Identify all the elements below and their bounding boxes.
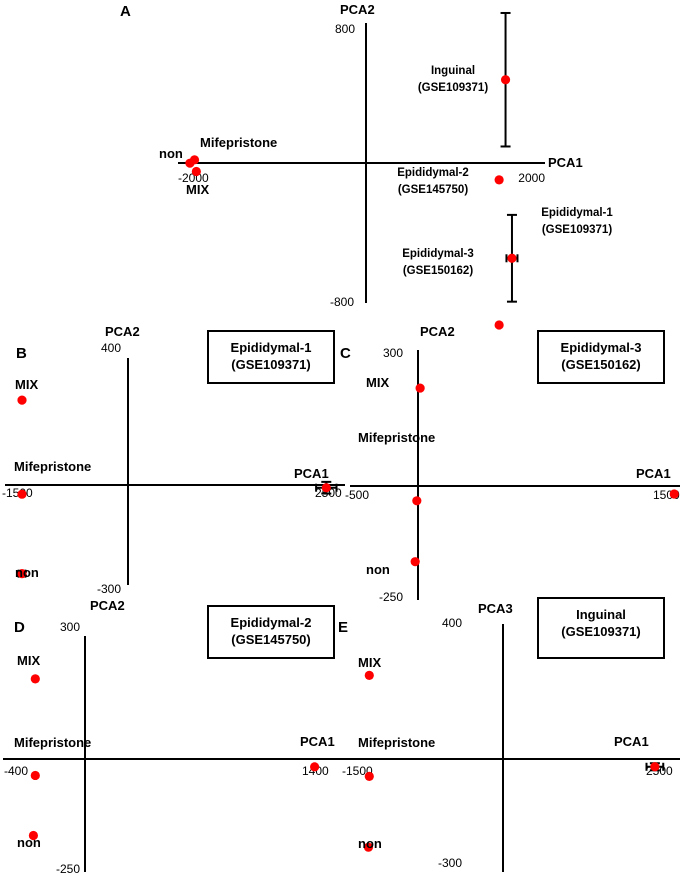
panel-e-title-box	[537, 597, 665, 659]
panel-e-point-label: Mifepristone	[358, 735, 435, 750]
panel-d-y-tick-label: 300	[60, 620, 80, 634]
panel-b-y-tick-label: -300	[97, 582, 121, 596]
panel-a-data-point	[191, 166, 201, 177]
panel-a-y-tick-label: -800	[330, 295, 354, 309]
panel-c-x-axis-label: PCA1	[636, 466, 671, 481]
panel-a-point-label: Epididymal-3(GSE150162)	[402, 248, 474, 277]
panel-a-point-label: non	[159, 146, 183, 161]
panel-e-y-axis-label: PCA3	[478, 601, 513, 616]
panel-d-title-box	[207, 605, 335, 659]
panel-b-y-axis-label: PCA2	[105, 324, 140, 339]
panel-c-data-point	[415, 383, 425, 393]
panel-c-y-tick-label: 300	[383, 346, 403, 360]
panel-c-point-label: MIX	[366, 375, 389, 390]
panel-e-title-box-text: Inguinal(GSE109371)	[561, 607, 641, 639]
panel-e-data-point	[364, 771, 374, 781]
panel-d-y-tick-label: -250	[56, 862, 80, 876]
panel-c-y-tick-label: -250	[379, 590, 403, 604]
panel-d-point-label: Mifepristone	[14, 735, 91, 750]
panel-d-letter: D	[14, 619, 25, 636]
panel-b-data-point	[17, 395, 27, 405]
panel-b-y-tick-label: 400	[101, 341, 121, 355]
panel-c-title-box-text: Epididymal-3(GSE150162)	[561, 340, 642, 372]
panel-a-letter: A	[120, 3, 131, 20]
panel-a-point-label: Mifepristone	[200, 135, 277, 150]
panel-c-data-point	[412, 496, 422, 506]
panel-b-letter: B	[16, 345, 27, 362]
panel-a-point-label: Inguinal(GSE109371)	[418, 65, 488, 94]
panel-a-x-tick-label: 2000	[518, 171, 545, 185]
panel-b-x-tick-label: -1500	[2, 486, 33, 500]
panel-b-point-label: Mifepristone	[14, 459, 91, 474]
panel-c-y-axis-label: PCA2	[420, 324, 455, 339]
panel-a-data-point	[500, 75, 511, 85]
panel-a-x-axis-label: PCA1	[548, 155, 583, 170]
panel-a-data-point	[494, 320, 504, 330]
panel-d-x-axis-label: PCA1	[300, 734, 335, 749]
panel-e-point-label: MIX	[358, 655, 381, 670]
panel-e-point-label: non	[358, 836, 382, 851]
panel-a-y-axis-label: PCA2	[340, 2, 375, 17]
panel-d-data-point	[30, 674, 40, 684]
panel-e-x-axis-label: PCA1	[614, 734, 649, 749]
panel-a-point-label: Epididymal-1(GSE109371)	[541, 207, 613, 236]
panel-a-data-point	[189, 155, 200, 165]
panel-a-data-point	[494, 175, 504, 185]
panel-a-point-label: Epididymal-2(GSE145750)	[397, 167, 469, 196]
panel-b-title-box	[207, 330, 335, 384]
panel-d-point-label: MIX	[17, 653, 40, 668]
panel-c-data-point	[669, 489, 679, 499]
panel-d-title-box-text: Epididymal-2(GSE145750)	[231, 615, 312, 647]
panel-e-letter: E	[338, 619, 348, 636]
panel-a-data-point	[507, 253, 517, 263]
panel-a-x-tick-label: -2000	[178, 171, 209, 185]
panel-b-data-point	[17, 489, 27, 499]
panel-e-y-tick-label: -300	[438, 856, 462, 870]
panel-d-data-point	[30, 770, 40, 781]
panel-e-y-tick-label: 400	[442, 616, 462, 630]
panel-b-point-label: MIX	[15, 377, 38, 392]
panel-b-point-label: non	[15, 565, 39, 580]
panel-d-data-point	[28, 830, 38, 841]
panel-e-data-point	[363, 842, 374, 852]
panel-e-data-point	[650, 762, 660, 772]
panel-d-x-tick-label: -400	[4, 764, 28, 778]
panel-a-y-tick-label: 800	[335, 22, 355, 36]
panel-d-data-point	[310, 762, 320, 772]
panel-c-group-label: Mifepristone	[358, 430, 435, 445]
panel-b-x-axis-label: PCA1	[294, 466, 329, 481]
panel-c-title-box	[537, 330, 665, 384]
panel-b-data-point	[17, 569, 27, 579]
panel-c-x-tick-label: -500	[345, 488, 369, 502]
panel-a-point-label: MIX	[186, 182, 209, 197]
panel-d-point-label: non	[17, 835, 41, 850]
panel-c-data-point	[410, 557, 420, 567]
panel-c-letter: C	[340, 345, 351, 362]
panel-e-data-point	[364, 670, 374, 680]
panel-d-y-axis-label: PCA2	[90, 598, 125, 613]
panel-b-data-point	[321, 483, 331, 493]
panel-c-point-label: non	[366, 562, 390, 577]
panel-b-title-box-text: Epididymal-1(GSE109371)	[231, 340, 312, 372]
